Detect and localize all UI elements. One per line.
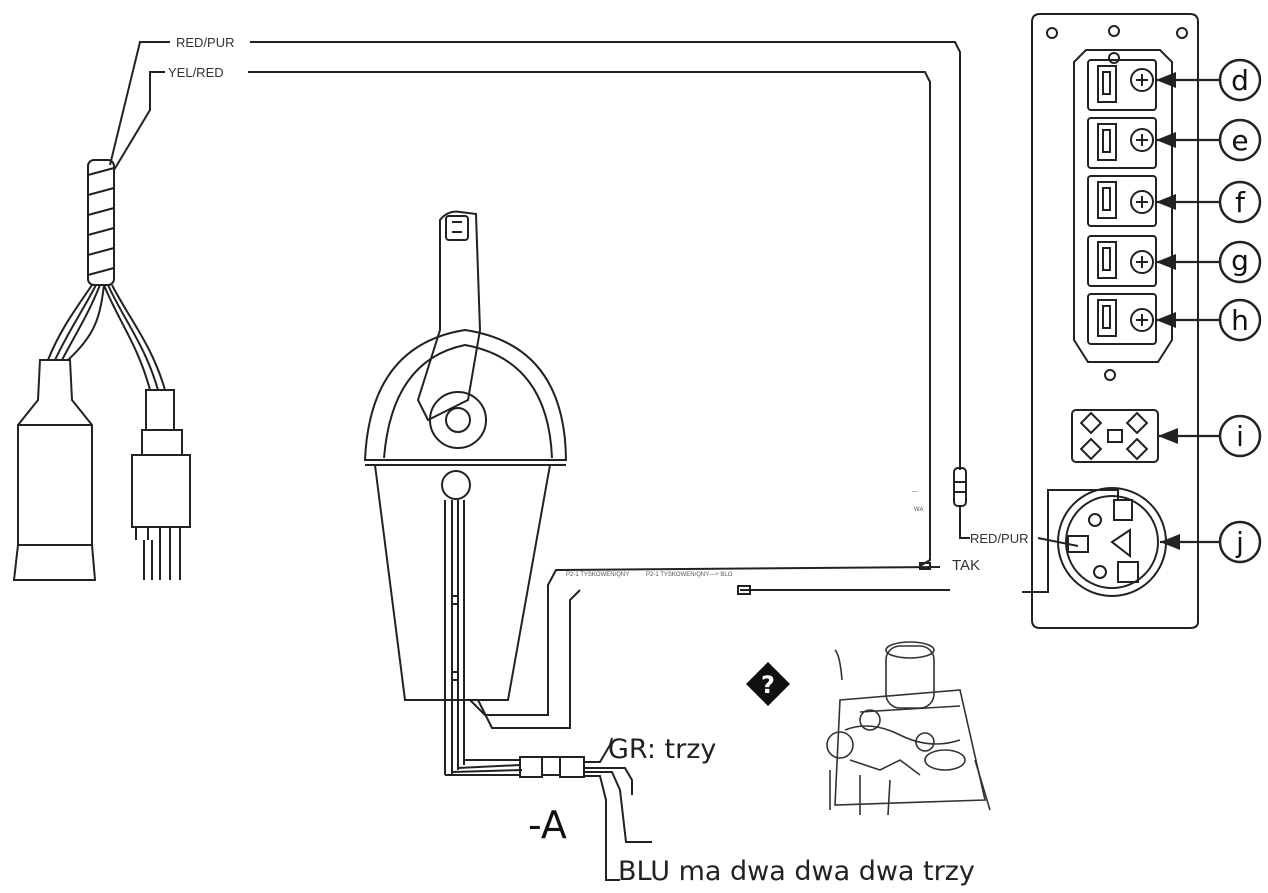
label-strip-left: P2-1 TYSKOWEN/QNY	[566, 572, 629, 578]
switch-g	[1087, 235, 1157, 287]
dash-panel	[1022, 13, 1262, 629]
wiring-harness	[12, 159, 191, 581]
callout-g: g	[1231, 244, 1249, 277]
callout-j: j	[1235, 526, 1244, 559]
remote-control-body	[363, 210, 568, 775]
switch-i	[1071, 409, 1159, 463]
label-red-pur-top: RED/PUR	[176, 35, 235, 50]
horizontal-harness	[559, 562, 950, 595]
callout-i: i	[1236, 420, 1244, 453]
label-blu: BLU ma dwa dwa dwa trzy	[618, 856, 975, 887]
label-strip-right: P2-1 TYSKOWEN/QNY—+ BLO	[646, 572, 733, 578]
switch-h	[1087, 293, 1157, 345]
wire-red-pur-top	[109, 41, 961, 470]
unknown-marker-glyph: ?	[761, 671, 775, 699]
label-a: -A	[528, 803, 567, 847]
inline-fuse	[953, 467, 1079, 547]
callout-f: f	[1235, 186, 1246, 219]
callout-arrows	[1156, 78, 1220, 544]
trim-pump-assembly	[826, 641, 991, 816]
switch-f	[1087, 175, 1157, 227]
label-fuse-top: —	[912, 489, 918, 495]
callout-e: e	[1231, 124, 1248, 157]
label-red-pur-panel: RED/PUR	[970, 531, 1029, 546]
arrowheads	[1156, 72, 1180, 550]
label-fuse-bottom: WA	[914, 507, 923, 513]
callout-h: h	[1231, 304, 1249, 337]
wire-yel-red	[113, 71, 931, 567]
ignition-switch-j	[1057, 487, 1167, 597]
switch-d	[1087, 59, 1157, 111]
callout-d: d	[1231, 64, 1249, 97]
switch-e	[1087, 117, 1157, 169]
lower-wiring	[445, 569, 652, 881]
label-tak: TAK	[952, 557, 980, 574]
unknown-marker: ?	[746, 662, 790, 706]
label-gr: GR: trzy	[608, 734, 716, 765]
label-yel-red: YEL/RED	[168, 65, 224, 80]
